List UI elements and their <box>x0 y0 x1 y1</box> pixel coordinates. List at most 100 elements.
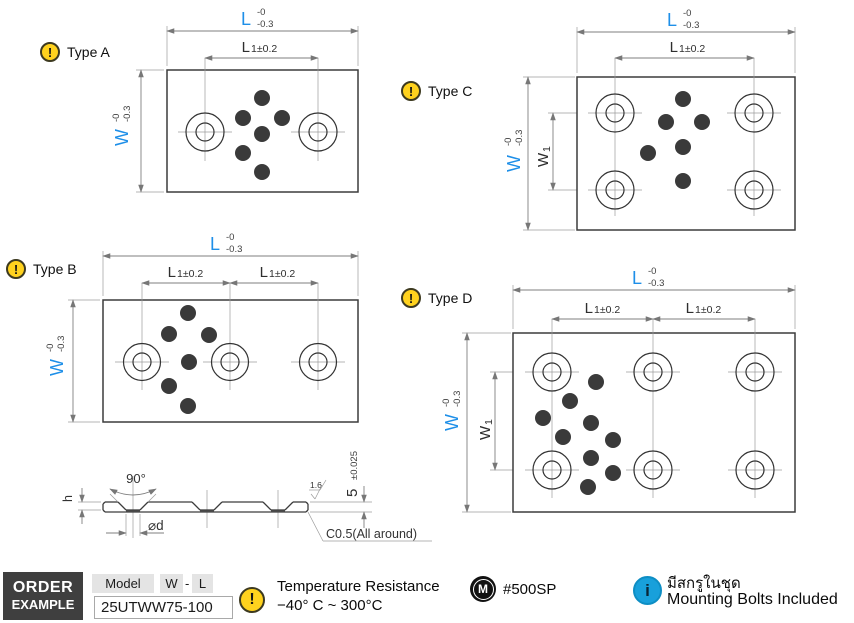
type-b-text: Type B <box>33 261 77 277</box>
centerlines <box>525 319 782 498</box>
hole-diameter-dimension: ⌀d <box>106 514 164 536</box>
dim-L-label: L <box>241 9 251 29</box>
mounting-bolts-note-thai: มีสกรูในชุด <box>667 575 741 592</box>
warning-icon: ! <box>401 288 421 308</box>
warning-icon: ! <box>239 587 265 613</box>
dim-L-tol-lower: -0.3 <box>257 19 273 30</box>
dim-W-label-group: W -0 -0.3 <box>441 391 463 431</box>
dim-L1-label: L <box>686 300 694 317</box>
depth-dimension: h <box>61 488 101 524</box>
drawing-type-c: L -0 -0.3 L 1±0.2 W -0 -0.3 W 1 <box>503 8 796 231</box>
dim-L1-sub: 1±0.2 <box>695 304 721 316</box>
dim-L-label: L <box>667 10 677 30</box>
dim-W-tol-lower: -0.3 <box>122 106 133 122</box>
dim-W1-sub: 1 <box>541 146 553 152</box>
order-title-line1: ORDER <box>12 579 74 597</box>
dim-L1-sub: 1±0.2 <box>269 268 295 280</box>
l-label-chip: L <box>192 574 213 593</box>
chamfer-label: C0.5(All around) <box>326 527 417 541</box>
type-a-text: Type A <box>67 44 110 60</box>
carbide-pellets <box>535 374 621 495</box>
centerlines <box>588 58 781 216</box>
dim-L-tol-upper: -0 <box>683 8 691 19</box>
plate-outline <box>512 332 796 513</box>
dim-W-tol-lower: -0.3 <box>56 336 67 352</box>
temperature-range: −40° C ~ 300°C <box>277 597 383 614</box>
hole-diameter-label: ⌀d <box>148 518 164 533</box>
carbide-pellets <box>640 91 710 189</box>
dim-L1-label: L <box>260 264 268 281</box>
dim-W1-label-group: W 1 <box>535 146 553 167</box>
dim-W-tol-lower: -0.3 <box>452 391 463 407</box>
type-a-label: ! Type A <box>40 42 110 62</box>
dim-L-label: L <box>210 234 220 254</box>
dim-W-tol-upper: -0 <box>441 399 452 407</box>
warning-icon: ! <box>6 259 26 279</box>
chamfer-note: C0.5(All around) <box>307 511 432 542</box>
section-centerlines <box>132 476 279 538</box>
roughness-value: 1.6 <box>310 480 322 490</box>
dimension-extension-lines <box>523 27 796 231</box>
w-label-chip: W <box>160 574 183 593</box>
order-title-line2: EXAMPLE <box>11 596 75 612</box>
bolt-holes <box>595 93 774 210</box>
dim-L-tol-lower: -0.3 <box>648 278 664 289</box>
bolt-holes <box>122 342 338 382</box>
dim-L1-sub: 1±0.2 <box>251 43 277 55</box>
dim-L1-label: L <box>670 39 678 56</box>
type-b-label: ! Type B <box>6 259 77 279</box>
dim-L-tol-upper: -0 <box>648 266 656 277</box>
dim-W-tol-upper: -0 <box>503 138 514 146</box>
dim-W1-label-group: W 1 <box>477 419 495 440</box>
dim-L-tol-upper: -0 <box>257 7 265 18</box>
type-c-label: ! Type C <box>401 81 472 101</box>
model-label-chip: Model <box>92 574 154 593</box>
centerlines <box>178 58 345 161</box>
dim-L1-label: L <box>168 264 176 281</box>
order-separator: - <box>185 576 190 591</box>
thickness-dimension: 5 ±0.025 <box>310 451 372 528</box>
dim-W1-label: W <box>477 425 494 440</box>
dim-W-label-group: W -0 -0.3 <box>503 130 525 172</box>
surface-roughness-symbol: 1.6 <box>309 479 327 500</box>
dim-W-label-group: W -0 -0.3 <box>45 336 67 376</box>
dim-L1-sub: 1±0.2 <box>679 43 705 55</box>
dim-W-tol-upper: -0 <box>45 344 56 352</box>
thickness-label: 5 <box>344 489 361 497</box>
thickness-tolerance: ±0.025 <box>349 451 360 480</box>
plate-outline <box>102 299 359 423</box>
dim-W-label: W <box>442 414 462 431</box>
carbide-pellets <box>235 90 290 180</box>
material-icon: M <box>470 576 496 602</box>
drawing-cross-section: 90° h ⌀d 1.6 5 <box>61 451 432 542</box>
drawing-type-d: L -0 -0.3 L 1±0.2 L 1±0.2 W -0 -0.3 W 1 <box>441 266 796 513</box>
drawing-type-a: L -0 -0.3 L 1±0.2 W -0 -0.3 <box>111 7 359 193</box>
depth-label: h <box>61 495 75 502</box>
dim-W-label-group: W -0 -0.3 <box>111 106 133 146</box>
type-c-text: Type C <box>428 83 473 99</box>
dim-L-tol-lower: -0.3 <box>226 244 242 255</box>
dim-L1-sub: 1±0.2 <box>594 304 620 316</box>
warning-icon: ! <box>401 81 421 101</box>
dim-W1-sub: 1 <box>483 419 495 425</box>
drawing-type-b: L -0 -0.3 L 1±0.2 L 1±0.2 W -0 -0.3 <box>45 232 359 423</box>
type-d-label: ! Type D <box>401 288 472 308</box>
order-example-value: 25UTWW75-100 <box>94 596 233 619</box>
order-example-badge: ORDER EXAMPLE <box>3 572 83 620</box>
warning-icon: ! <box>40 42 60 62</box>
info-icon: i <box>633 576 662 605</box>
dim-W-label: W <box>47 359 67 376</box>
carbide-pellets <box>161 305 217 414</box>
material-icon-letter: M <box>472 578 494 600</box>
dim-L1-sub: 1±0.2 <box>177 268 203 280</box>
mounting-bolts-note-en: Mounting Bolts Included <box>667 591 838 608</box>
angle-label: 90° <box>126 471 146 486</box>
dim-L-label: L <box>632 268 642 288</box>
dim-L1-label: L <box>242 39 250 56</box>
dim-L-tol-upper: -0 <box>226 232 234 243</box>
countersink-angle-annotation: 90° <box>109 471 157 503</box>
surface-spec: #500SP <box>503 581 557 598</box>
bolt-holes <box>185 112 338 152</box>
dim-W-label: W <box>112 129 132 146</box>
